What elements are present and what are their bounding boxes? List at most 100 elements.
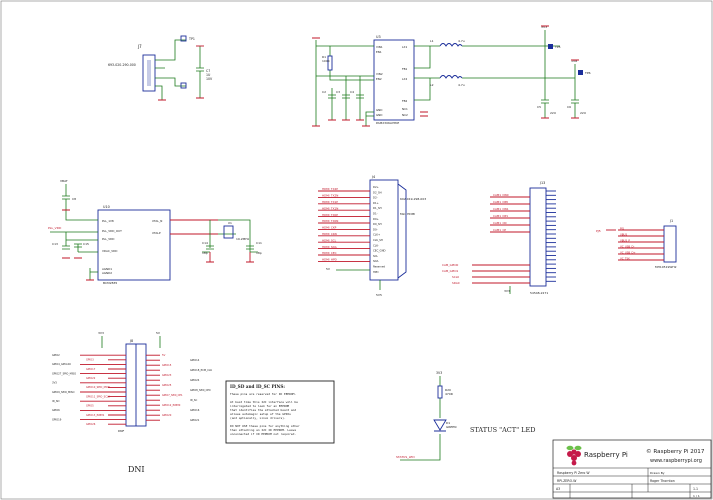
- camera-net-label: CAM1_CN: [493, 221, 507, 225]
- svg-text:J13: J13: [539, 181, 545, 185]
- project-name: Raspberry Pi Zero W: [557, 471, 590, 475]
- note-line: These pins are reserved for ID EEPROM.: [230, 392, 296, 396]
- camera-net-label: CAM1_DP1: [493, 214, 508, 218]
- gpio-left-net-label: GPIO22: [86, 376, 96, 380]
- camera-side-net-label: SCL0: [452, 275, 459, 279]
- svg-text:C2: C2: [322, 90, 326, 94]
- camera-side-net-label: CAM_GPIO0: [442, 263, 459, 267]
- j7-part: 693-020-290-000: [108, 63, 136, 67]
- camera-net-label: CAM1_DP0: [493, 200, 508, 204]
- doc-number: RPI-ZERO-W: [557, 479, 577, 483]
- j7-connector-block: J7 693-020-290-000 TP1 C7 1U 10V: [108, 35, 213, 101]
- raspberry-pi-logo-icon: [566, 445, 582, 466]
- hdmi-pin-label: CLK-: [373, 243, 379, 247]
- pmic-ic: [373, 39, 415, 121]
- hdmi-pin-label: CLK_SH: [373, 238, 383, 242]
- gpio-left-net-label: GPIO6: [52, 408, 60, 412]
- svg-text:PLL_VDD_OUT: PLL_VDD_OUT: [102, 229, 122, 233]
- hdmi-net-label: HDMI_TX1N: [322, 206, 338, 210]
- gpio-right-net-label: GPIO12_PWM0: [162, 403, 181, 407]
- svg-text:GREEN: GREEN: [446, 425, 456, 429]
- hdmi-pin-label: CLK+: [373, 233, 380, 237]
- svg-text:C13: C13: [52, 242, 58, 246]
- svg-text:GND: GND: [376, 108, 382, 112]
- gpio-block: J8 DNF GPIO2GPIO3GPIO4_GPCLK0GPIO17GPIO2…: [52, 331, 212, 433]
- svg-text:XTAL_N: XTAL_N: [152, 219, 162, 223]
- usb-net-label: VC_USB_D-: [620, 244, 635, 248]
- camera-block: J13 54548-2271 CAM1_DN0CAM1_DP0CAM1_DN1C…: [442, 181, 556, 295]
- svg-text:19.2MHz: 19.2MHz: [236, 237, 250, 241]
- svg-text:692-019-298-003: 692-019-298-003: [400, 197, 426, 201]
- svg-text:L1: L1: [430, 39, 434, 43]
- note-line: At boot time this I2C interface will be: [230, 400, 298, 404]
- svg-text:22U: 22U: [580, 111, 586, 115]
- gpio-left-net-label: GPIO13_PWM1: [86, 413, 105, 417]
- hdmi-pin-label: CEC_GND: [373, 249, 386, 253]
- svg-text:C4: C4: [350, 90, 354, 94]
- svg-text:VDAC_VDD: VDAC_VDD: [102, 249, 117, 253]
- gpio-left-net-label: GPIO10_SPIO_MOSI: [86, 385, 110, 389]
- j7-ref: J7: [137, 44, 142, 49]
- svg-text:PLL_VDD: PLL_VDD: [48, 226, 62, 230]
- svg-text:VBAT: VBAT: [60, 179, 68, 183]
- svg-text:22U: 22U: [550, 111, 556, 115]
- c7-ref: C7: [206, 69, 210, 73]
- hdmi-net-label: HDMI_TX1P: [322, 200, 338, 204]
- c7-voltage: 10V: [206, 77, 213, 81]
- note-line: than attaching an I2C ID EEPROM. Leave: [230, 428, 296, 432]
- gpio-left-net-label: GPIO4_GPCLK0: [52, 362, 71, 366]
- note-line: interrogated to look for an EEPROM: [230, 404, 289, 408]
- note-line: that identifies the attached board and: [230, 408, 296, 412]
- note-line: allows automagic setup of the GPIOs: [230, 412, 291, 416]
- svg-text:5V: 5V: [156, 331, 161, 335]
- hdmi-net-label: HDMI_TX0N: [322, 219, 338, 223]
- note-title: ID_SD and ID_SC PINS:: [230, 384, 285, 389]
- svg-text:EN1: EN1: [376, 50, 382, 54]
- svg-text:PJ5: PJ5: [596, 229, 601, 233]
- hdmi-pin-label: D2_SH: [373, 190, 382, 194]
- svg-text:GND: GND: [376, 113, 382, 117]
- svg-text:54548-2271: 54548-2271: [530, 291, 548, 295]
- hdmi-net-label: HDMI_HPD: [322, 258, 337, 262]
- svg-text:J4: J4: [371, 175, 375, 179]
- svg-text:AGND2: AGND2: [102, 271, 112, 275]
- hdmi-net-label: HDMI_TX2N: [322, 194, 338, 198]
- hdmi-pin-label: D0_SH: [373, 222, 382, 226]
- hdmi-net-label: HDMI_TX0P: [322, 213, 338, 217]
- hdmi-pin-label: D0-: [373, 227, 378, 231]
- svg-text:TP5: TP5: [554, 45, 561, 49]
- svg-text:4.7u: 4.7u: [458, 83, 465, 87]
- svg-text:NC1: NC1: [402, 107, 408, 111]
- svg-text:1 / 1: 1 / 1: [693, 494, 700, 498]
- svg-text:Mini HDMI: Mini HDMI: [400, 212, 415, 216]
- svg-text:LX1: LX1: [402, 45, 407, 49]
- hdmi-pin-label: D0+: [373, 217, 379, 221]
- camera-side-net-label: SDA0: [452, 281, 460, 285]
- gpio-left-net-label: GPIO17: [86, 367, 96, 371]
- svg-text:J1: J1: [669, 219, 673, 223]
- svg-text:Drawn By: Drawn By: [650, 471, 665, 475]
- svg-text:PLL_VDD: PLL_VDD: [102, 237, 114, 241]
- gpio-right-net-label: GPIO20: [162, 413, 172, 417]
- hdmi-net-label: HDMI_CKN: [322, 232, 337, 236]
- svg-text:C11: C11: [256, 241, 262, 245]
- id-eeprom-note: ID_SD and ID_SC PINS: These pins are res…: [225, 380, 335, 444]
- title-block: Raspberry Pi © Raspberry Pi 2017 www.ras…: [552, 439, 712, 499]
- gpio-right-net-label: GPIO7_SPI0_CE1: [162, 393, 183, 397]
- hdmi-pin-label: SDA: [373, 259, 379, 263]
- svg-text:FB2: FB2: [402, 99, 408, 103]
- hdmi-pin-label: SCL: [373, 254, 378, 258]
- j7-body: [142, 54, 156, 92]
- gpio-left-net-label: GPIO27_SPIO_MISO: [52, 371, 76, 375]
- hdmi-pin-label: D1_SH: [373, 206, 382, 210]
- usb-net-label: VC_TSK: [620, 256, 630, 260]
- svg-text:U10: U10: [103, 205, 110, 209]
- svg-text:LX2: LX2: [402, 77, 407, 81]
- svg-text:R1: R1: [322, 55, 326, 59]
- gpio-left-net-label: 3V3: [52, 381, 57, 385]
- svg-text:L2: L2: [430, 83, 434, 87]
- hdmi-pin-label: Reserved: [373, 265, 385, 269]
- svg-text:XTALP: XTALP: [152, 231, 161, 235]
- svg-text:PLL_1V8: PLL_1V8: [102, 219, 114, 223]
